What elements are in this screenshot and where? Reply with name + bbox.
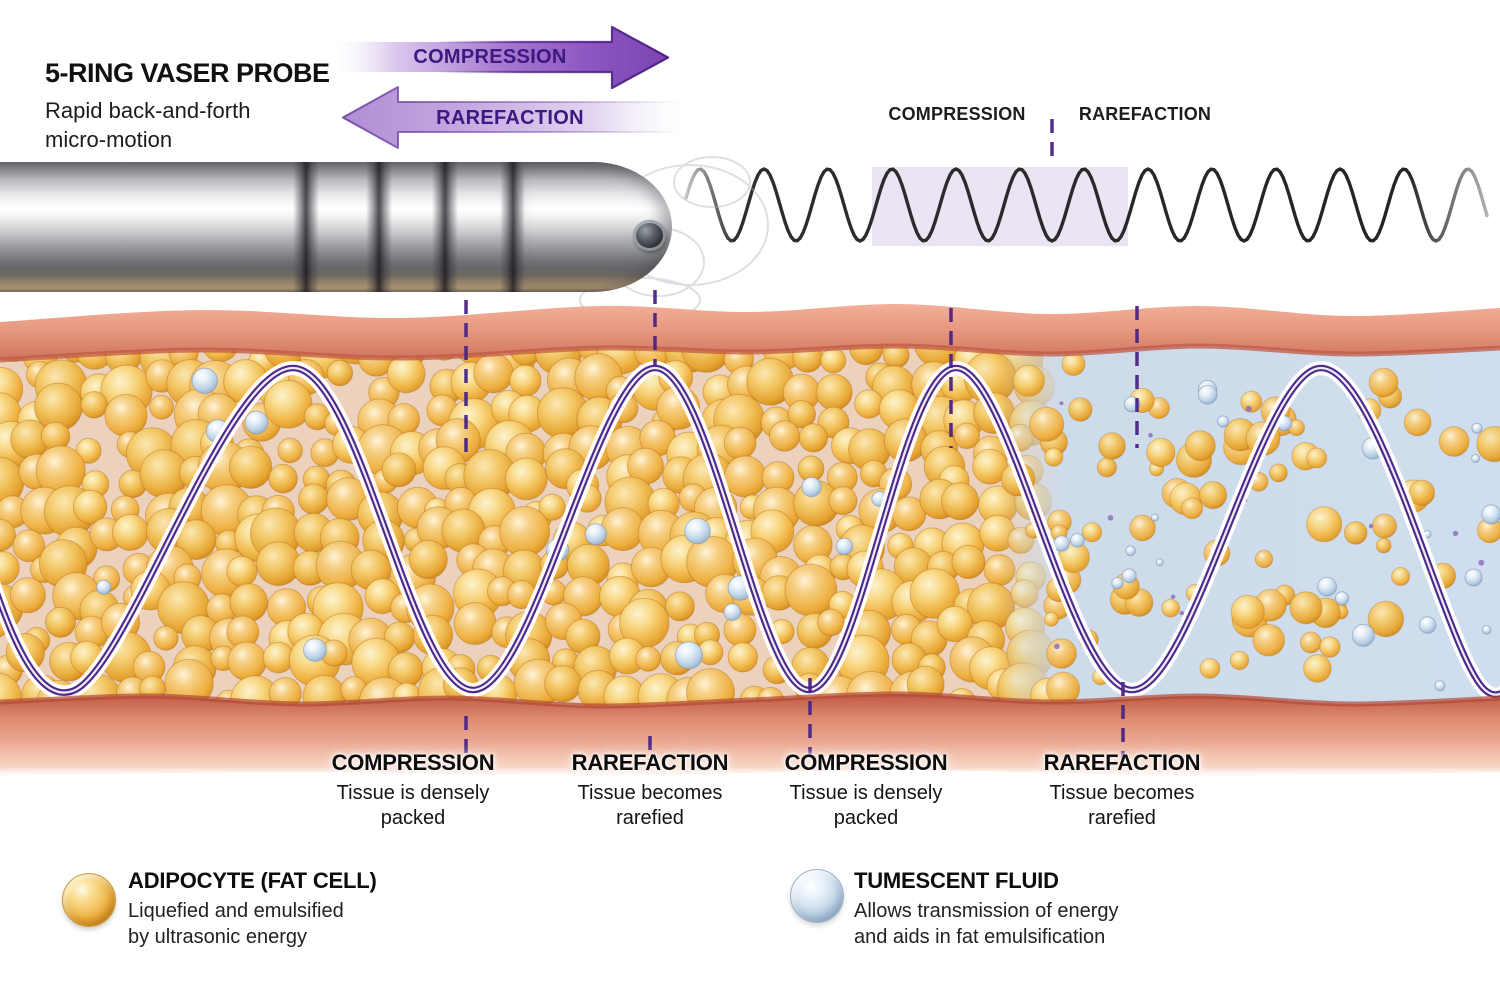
probe-ring-groove	[500, 162, 526, 292]
tissue-annotation-compression-1: COMPRESSION Tissue is densely packed	[298, 750, 528, 831]
adipocyte-sphere-icon	[62, 873, 116, 927]
probe-shaft	[0, 162, 540, 292]
probe-subtitle: Rapid back-and-forth micro-motion	[45, 96, 250, 154]
probe-ring-groove	[293, 162, 319, 292]
tissue-annotation-rarefaction-1: RAREFACTION Tissue becomes rarefied	[535, 750, 765, 831]
fat-tissue-layer	[0, 345, 1500, 713]
annotation-heading: COMPRESSION	[331, 750, 495, 775]
skin-layer-bottom	[0, 693, 1500, 777]
rarefaction-arrow-label: RAREFACTION	[436, 107, 584, 129]
probe-ring-groove	[366, 162, 392, 292]
waveform-highlight-box	[872, 167, 1128, 246]
compression-arrow-label: COMPRESSION	[413, 46, 567, 68]
acoustic-wave	[684, 167, 1489, 243]
tissue-annotation-compression-2: COMPRESSION Tissue is densely packed	[751, 750, 981, 831]
tumescent-sphere-icon	[790, 869, 844, 923]
annotation-heading: RAREFACTION	[1043, 750, 1201, 775]
probe-subtitle-line2: micro-motion	[45, 127, 173, 152]
rarefaction-arrow	[342, 86, 681, 149]
compression-arrow	[335, 25, 670, 90]
annotation-description: Tissue becomes rarefied	[1049, 782, 1195, 829]
legend-tumescent-description: Allows transmission of energy and aids i…	[854, 900, 1119, 948]
probe-tip-opening-icon	[633, 220, 666, 251]
annotation-description: Tissue becomes rarefied	[577, 782, 723, 829]
skin-layer-top	[0, 303, 1500, 360]
waveform-compression-label: COMPRESSION	[888, 104, 1026, 124]
probe-subtitle-line1: Rapid back-and-forth	[45, 98, 251, 123]
annotation-heading: COMPRESSION	[784, 750, 948, 775]
waveform-rarefaction-label: RAREFACTION	[1078, 104, 1212, 124]
tissue-annotation-rarefaction-2: RAREFACTION Tissue becomes rarefied	[1007, 750, 1237, 831]
probe-title: 5-RING VASER PROBE	[45, 58, 330, 88]
probe-ring-groove	[432, 162, 458, 292]
motion-arrows	[335, 25, 681, 149]
annotation-description: Tissue is densely packed	[789, 782, 943, 829]
dashed-reference-lines	[464, 119, 1139, 760]
annotation-description: Tissue is densely packed	[336, 782, 490, 829]
legend-adipocyte-description: Liquefied and emulsified by ultrasonic e…	[128, 900, 344, 948]
legend-adipocyte-title: ADIPOCYTE (FAT CELL)	[128, 868, 377, 893]
legend-tumescent-title: TUMESCENT FLUID	[854, 868, 1059, 893]
annotation-heading: RAREFACTION	[571, 750, 729, 775]
